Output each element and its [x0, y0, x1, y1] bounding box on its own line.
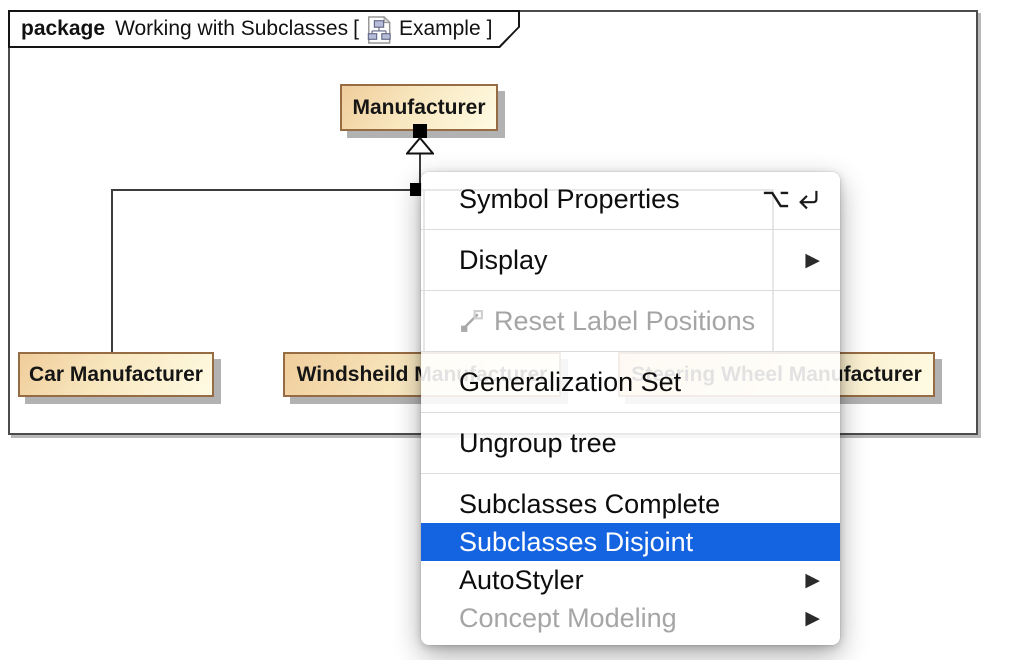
edge-to-car-manufacturer[interactable] [111, 189, 113, 353]
diagram-frame-tab[interactable]: package Working with Subclasses [ Exampl… [8, 10, 520, 48]
frame-bracket-close: ] [486, 17, 493, 40]
submenu-arrow-icon: ▶ [805, 569, 820, 591]
class-name: Manufacturer [352, 95, 486, 119]
menu-item-reset-label-positions[interactable]: Reset Label Positions [421, 302, 840, 340]
menu-separator [421, 290, 840, 291]
menu-item-symbol-properties[interactable]: Symbol Properties [421, 180, 840, 218]
menu-item-display[interactable]: Display ▶ [421, 241, 840, 279]
option-key-icon [762, 189, 790, 210]
reset-label-positions-icon [459, 308, 485, 334]
menu-item-generalization-set[interactable]: Generalization Set [421, 363, 840, 401]
frame-bracket-open: [ [353, 17, 359, 40]
junction-handle [410, 183, 422, 196]
anchor-handle [413, 124, 427, 138]
menu-item-subclasses-complete[interactable]: Subclasses Complete [421, 485, 840, 523]
submenu-arrow-icon: ▶ [805, 607, 820, 629]
menu-item-label: Reset Label Positions [494, 305, 756, 336]
menu-item-shortcut [762, 188, 820, 210]
menu-item-autostyler[interactable]: AutoStyler ▶ [421, 561, 840, 599]
menu-separator [421, 351, 840, 352]
class-box-car-manufacturer[interactable]: Car Manufacturer [18, 352, 214, 397]
frame-title: Working with Subclasses [115, 17, 349, 40]
generalization-arrow-icon [406, 137, 434, 155]
submenu-arrow-icon: ▶ [805, 249, 820, 271]
menu-item-label: Symbol Properties [459, 183, 680, 214]
menu-item-ungroup-tree[interactable]: Ungroup tree [421, 424, 840, 462]
generalization-stem-line[interactable] [419, 154, 421, 190]
menu-item-label: Concept Modeling [459, 602, 677, 633]
menu-item-concept-modeling[interactable]: Concept Modeling ▶ [421, 599, 840, 637]
class-name: Car Manufacturer [29, 362, 203, 386]
return-key-icon [793, 188, 820, 210]
menu-separator [421, 229, 840, 230]
menu-item-label: Ungroup tree [459, 427, 617, 458]
menu-separator [421, 473, 840, 474]
menu-item-label: Subclasses Disjoint [459, 526, 694, 557]
menu-item-label: Display [459, 244, 548, 275]
menu-item-label: AutoStyler [459, 564, 584, 595]
diagram-frame-tab-fill [10, 12, 518, 46]
frame-keyword: package [21, 17, 106, 40]
menu-item-label: Subclasses Complete [459, 488, 721, 519]
menu-item-subclasses-disjoint[interactable]: Subclasses Disjoint [421, 523, 840, 561]
frame-diagram-name: Example [398, 17, 481, 40]
menu-item-label: Generalization Set [459, 366, 682, 397]
class-diagram-icon [366, 16, 392, 44]
menu-separator [421, 412, 840, 413]
